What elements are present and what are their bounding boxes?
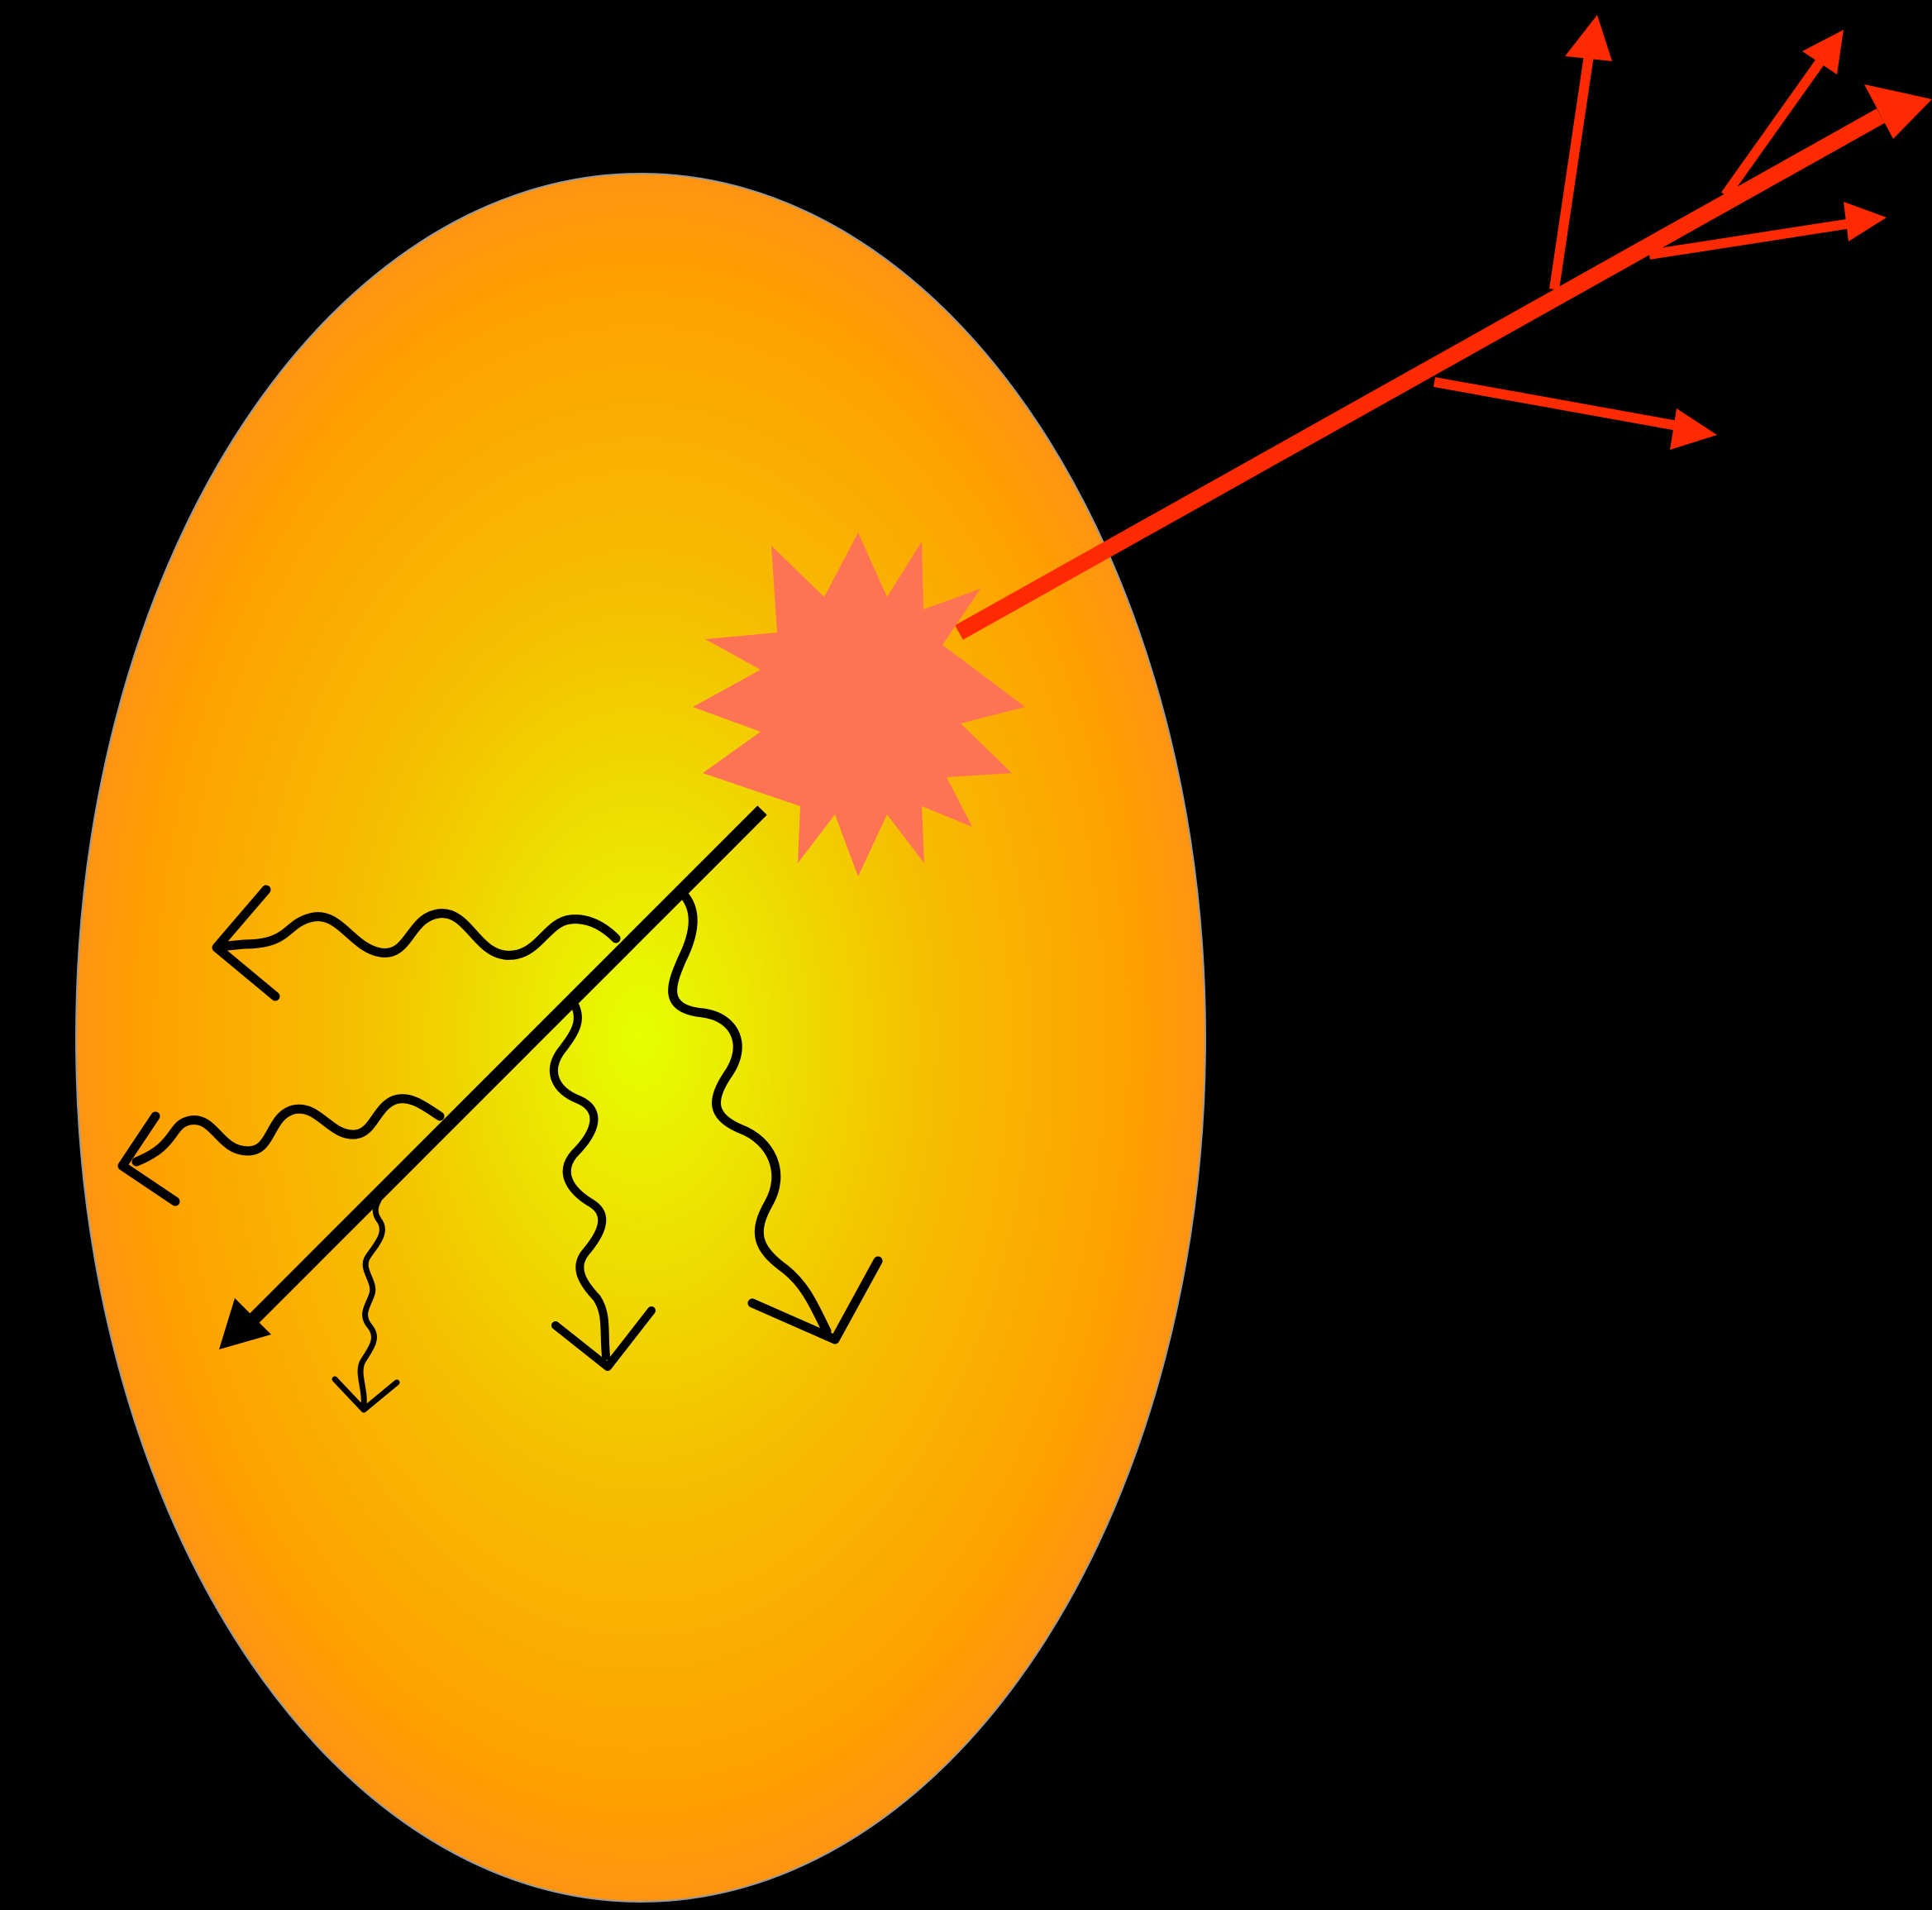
red-fragment-1-arrowhead xyxy=(1565,15,1612,61)
red-fragment-4 xyxy=(1434,382,1682,427)
escaping-jet xyxy=(959,15,1932,633)
red-fragment-3-arrowhead xyxy=(1844,202,1887,241)
red-fragment-2-arrowhead xyxy=(1802,30,1844,74)
red-jet-trunk xyxy=(959,116,1881,633)
red-fragment-1 xyxy=(1554,50,1590,289)
hot-medium-ellipse xyxy=(76,174,1205,1902)
red-fragment-4-arrowhead xyxy=(1670,408,1717,450)
